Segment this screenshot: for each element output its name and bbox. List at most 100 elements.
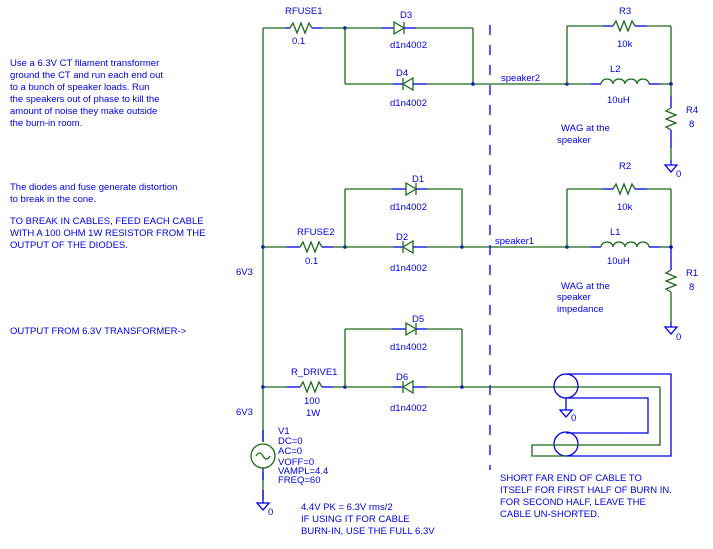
- ground-label: 0: [571, 413, 576, 424]
- r3-name: R3: [619, 6, 631, 17]
- v1-param: DC=0: [278, 436, 303, 447]
- note-line: ITSELF FOR FIRST HALF OF BURN IN.: [500, 485, 672, 496]
- diode-d3[interactable]: [393, 20, 406, 36]
- resistor-rfuse2[interactable]: [299, 240, 323, 254]
- row-bottom: R_DRIVE1 100 1W D5 d1n4002 D6 d1n4002: [261, 314, 660, 419]
- net-label-speaker1: speaker1: [495, 236, 534, 247]
- ground-label: 0: [676, 169, 681, 180]
- r-drive1-rating: 1W: [306, 408, 320, 419]
- sine-wave-icon: [255, 452, 271, 460]
- load-speaker2: R3 10k L2 10uH R4 8 0 WAG at the speaker: [557, 6, 698, 180]
- note-line: Use a 6.3V CT filament transformer: [10, 58, 159, 69]
- d4-model: d1n4002: [390, 98, 427, 109]
- resistor-r3[interactable]: [612, 19, 636, 33]
- resistor-r2[interactable]: [612, 182, 636, 196]
- note-line: to a bunch of speaker loads. Run: [10, 82, 149, 93]
- resistor-r-drive1[interactable]: [299, 380, 323, 394]
- note-line: CABLE UN-SHORTED.: [500, 509, 600, 520]
- inductor-l2[interactable]: [600, 78, 650, 85]
- wag-line: speaker: [557, 292, 591, 303]
- v1-param: VOFF=0: [278, 457, 314, 468]
- ground-icon: [255, 502, 271, 511]
- l1-name: L1: [610, 227, 621, 238]
- note-line: SHORT FAR END OF CABLE TO: [500, 473, 642, 484]
- ground-label: 0: [268, 507, 273, 518]
- v1-param: VAMPL=4.4: [278, 466, 328, 477]
- r-drive1-value: 100: [304, 396, 320, 407]
- r3-value: 10k: [617, 39, 633, 50]
- ground-icon: [663, 326, 679, 335]
- coax-cable[interactable]: 0: [531, 373, 672, 457]
- note-intro: Use a 6.3V CT filament transformer groun…: [10, 58, 163, 129]
- wag-line: impedance: [557, 304, 603, 315]
- note-line: OUTPUT OF THE DIODES.: [10, 240, 128, 251]
- wag-line: WAG at the: [561, 281, 610, 292]
- resistor-r1[interactable]: [664, 269, 678, 293]
- coax-near-end: [553, 373, 579, 399]
- net-label-6v3: 6V3: [236, 267, 253, 278]
- coax-shield-outer: [566, 373, 672, 457]
- r-drive1-name: R_DRIVE1: [291, 367, 337, 378]
- d5-name: D5: [412, 314, 424, 325]
- note-cables: TO BREAK IN CABLES, FEED EACH CABLE WITH…: [10, 216, 205, 251]
- rfuse1-value: 0.1: [292, 36, 305, 47]
- d1-model: d1n4002: [390, 202, 427, 213]
- row-top: RFUSE1 0.1 D3 d1n4002 D4 d1n4002 speaker…: [263, 6, 567, 109]
- ground-icon: [558, 409, 574, 418]
- note-line: IF USING IT FOR CABLE: [301, 514, 410, 525]
- note-line: ground the CT and run each end out: [10, 70, 163, 81]
- l2-name: L2: [610, 64, 621, 75]
- d5-model: d1n4002: [390, 342, 427, 353]
- note-line: the speakers out of phase to kill the: [10, 94, 159, 105]
- r1-name: R1: [686, 268, 698, 279]
- net-label-speaker2: speaker2: [501, 73, 540, 84]
- v1-name: V1: [278, 426, 290, 437]
- coax-far-end: [553, 431, 579, 457]
- rfuse2-name: RFUSE2: [297, 227, 334, 238]
- note-short: SHORT FAR END OF CABLE TO ITSELF FOR FIR…: [500, 473, 672, 520]
- note-line: FOR SECOND HALF, LEAVE THE: [500, 497, 646, 508]
- d4-name: D4: [396, 68, 408, 79]
- d6-name: D6: [396, 372, 408, 383]
- note-output: OUTPUT FROM 6.3V TRANSFORMER->: [10, 326, 187, 337]
- ground-icon: [663, 164, 679, 173]
- note-line: 4.4V PK = 6.3V rms/2: [301, 502, 393, 513]
- v1-param: AC=0: [278, 446, 302, 457]
- note-line: WITH A 100 OHM 1W RESISTOR FROM THE: [10, 228, 205, 239]
- d2-model: d1n4002: [390, 263, 427, 274]
- load-speaker1: R2 10k L1 10uH R1 8 0 WAG at the speaker…: [557, 161, 698, 343]
- note-line: to break in the cone.: [10, 194, 96, 205]
- r2-name: R2: [619, 161, 631, 172]
- rfuse2-value: 0.1: [305, 256, 318, 267]
- d2-name: D2: [396, 232, 408, 243]
- r4-name: R4: [686, 105, 698, 116]
- inductor-l1[interactable]: [600, 241, 650, 248]
- r4-value: 8: [689, 119, 694, 130]
- resistor-r4[interactable]: [664, 107, 678, 131]
- d3-name: D3: [400, 10, 412, 21]
- ground-label: 0: [676, 332, 681, 343]
- note-diodes: The diodes and fuse generate distortion …: [10, 182, 177, 205]
- l1-value: 10uH: [607, 256, 630, 267]
- coax-center-conductor: [531, 387, 661, 457]
- resistor-rfuse1[interactable]: [289, 21, 313, 35]
- rfuse1-name: RFUSE1: [285, 6, 322, 17]
- note-line: The diodes and fuse generate distortion: [10, 182, 177, 193]
- note-peak: 4.4V PK = 6.3V rms/2 IF USING IT FOR CAB…: [301, 502, 435, 537]
- net-label-6v3: 6V3: [236, 407, 253, 418]
- r1-value: 8: [689, 282, 694, 293]
- v1-param: FREQ=60: [278, 475, 321, 486]
- wag-line: WAG at the: [561, 123, 610, 134]
- voltage-source-v1[interactable]: [250, 430, 276, 503]
- note-line: BURN-IN, USE THE FULL 6.3V: [301, 526, 435, 537]
- note-line: the burn-in room.: [10, 118, 82, 129]
- diode-d4[interactable]: [401, 76, 414, 92]
- coax-shield-inner: [566, 397, 649, 434]
- d6-model: d1n4002: [390, 403, 427, 414]
- note-line: TO BREAK IN CABLES, FEED EACH CABLE: [10, 216, 204, 227]
- r2-value: 10k: [617, 202, 633, 213]
- d1-name: D1: [412, 174, 424, 185]
- wag-line: speaker: [557, 135, 591, 146]
- d3-model: d1n4002: [390, 40, 427, 51]
